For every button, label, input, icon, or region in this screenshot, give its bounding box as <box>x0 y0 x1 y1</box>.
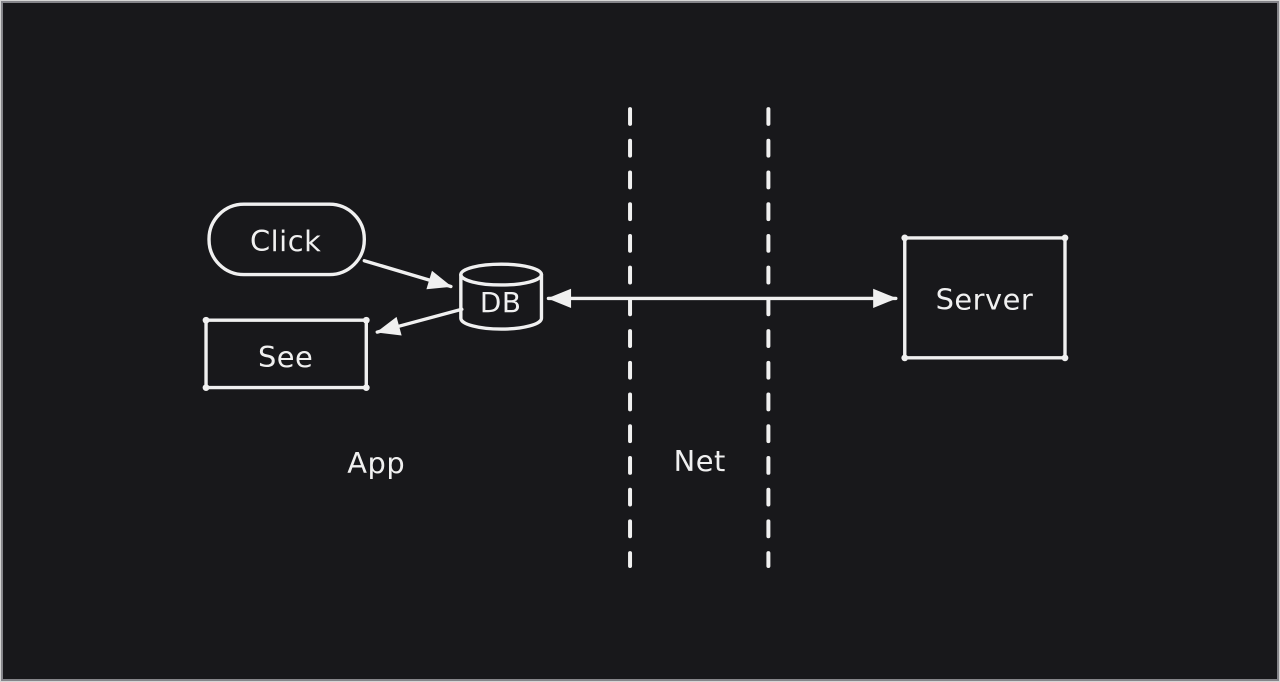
node-db-label: DB <box>480 286 522 319</box>
node-server[interactable]: Server <box>901 234 1069 362</box>
edge-db-to-see[interactable] <box>375 307 464 336</box>
node-see-label: See <box>258 340 313 374</box>
node-click[interactable]: Click <box>207 202 366 277</box>
node-db[interactable]: DB <box>459 262 544 331</box>
node-click-label: Click <box>250 224 321 258</box>
node-see[interactable]: See <box>202 316 370 391</box>
node-server-label: Server <box>936 282 1034 316</box>
zone-label-app[interactable]: App <box>347 446 405 480</box>
zone-label-net[interactable]: Net <box>674 444 726 478</box>
diagram-svg: Click See DB <box>202 107 1069 568</box>
edge-click-to-db[interactable] <box>362 259 453 290</box>
